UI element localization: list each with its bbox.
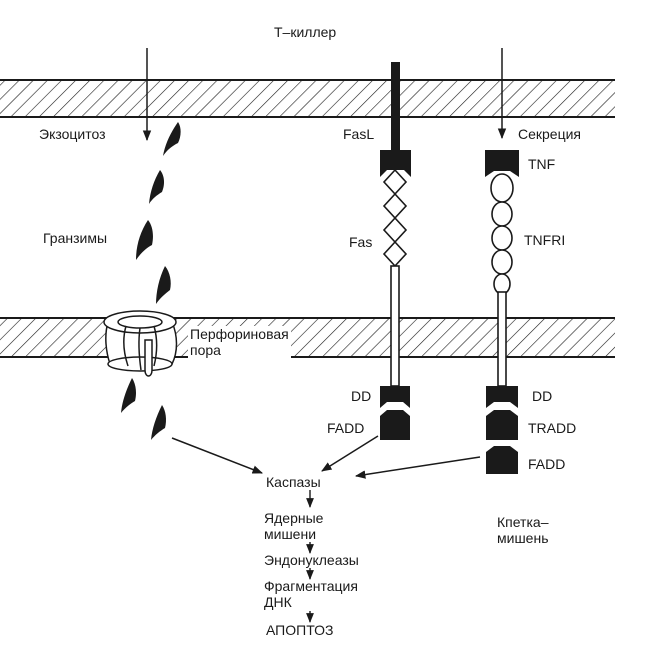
granzymes-label: Гранзимы (43, 230, 108, 246)
granzyme-granule (151, 405, 166, 440)
fas-label: Fas (349, 234, 373, 250)
granzyme-granules (121, 122, 181, 440)
exocytosis-label: Экзоцитоз (39, 126, 106, 142)
fasl-label: FasL (343, 126, 375, 142)
caspase-activation-arrows (171, 435, 481, 479)
t-killer-membrane (0, 79, 615, 118)
tradd-label: TRADD (528, 420, 577, 436)
perforin-pore (103, 310, 178, 377)
tradd-domain (486, 410, 518, 440)
tnfri-fadd-label: FADD (528, 456, 566, 472)
t-killer-label: Т–киллер (274, 24, 337, 40)
fas-dd-domain (380, 386, 410, 408)
fas-fadd-domain (380, 410, 410, 440)
nuclear-targets-label: Ядерные мишени (264, 510, 324, 542)
target-cell-membrane (0, 317, 615, 358)
granzyme-granule (121, 378, 136, 413)
target-cell-label: Кпетка– мишень (497, 514, 549, 546)
granzyme-granule (149, 170, 165, 204)
tnfri-fadd-domain (486, 446, 518, 474)
endonucleases-label: Эндонуклеазы (264, 552, 359, 568)
tnfri-label: TNFRI (524, 232, 566, 248)
tnfri-receptor (490, 173, 514, 387)
secretion-label: Секреция (518, 126, 582, 142)
caspases-label: Каспазы (266, 474, 321, 490)
granzyme-granule (163, 122, 181, 156)
fas-dd-label: DD (351, 388, 372, 404)
dna-fragmentation-label: Фрагментация ДНК (264, 578, 358, 610)
tnf-ligand (485, 150, 519, 177)
tnfri-dd-domain (486, 386, 518, 408)
fas-fadd-label: FADD (327, 420, 365, 436)
granzyme-granule (156, 266, 171, 304)
tnf-label: TNF (528, 156, 556, 172)
fasl-ligand (380, 62, 411, 177)
granzyme-granule (136, 220, 153, 260)
tnfri-dd-label: DD (532, 388, 553, 404)
perforin-pore-label: Перфориновая пора (188, 326, 291, 358)
apoptosis-label: АПОПТОЗ (266, 622, 334, 638)
